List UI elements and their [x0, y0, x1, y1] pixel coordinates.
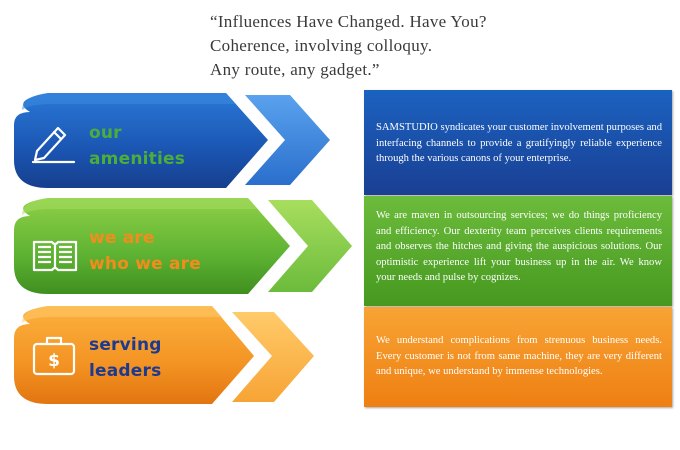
briefcase-dollar-icon: $ [32, 336, 76, 376]
quote-line-1: “Influences Have Changed. Have You? [210, 12, 487, 31]
book-icon [32, 240, 78, 272]
label-line-2: amenities [89, 149, 186, 169]
label-line-1: our [89, 123, 122, 143]
serving-leaders-description: We understand complications from strenuo… [376, 335, 662, 378]
quote: “Influences Have Changed. Have You? Cohe… [210, 10, 630, 82]
label-line-2: leaders [89, 361, 162, 381]
label-line-1: we are [89, 228, 155, 248]
serving-leaders-description-box: We understand complications from strenuo… [364, 307, 672, 407]
who-we-are-description: We are maven in outsourcing services; we… [376, 210, 662, 284]
label-our-amenities: our amenities [89, 120, 185, 172]
quote-line-2: Coherence, involving colloquy. [210, 36, 433, 55]
ribbon-blue [14, 93, 330, 188]
ribbon-green [14, 198, 352, 294]
label-we-are-who-we-are: we are who we are [89, 225, 201, 277]
label-serving-leaders: serving leaders [89, 332, 162, 384]
label-line-1: serving [89, 335, 162, 355]
ribbon-orange [14, 306, 314, 404]
pencil-icon [31, 126, 76, 164]
label-line-2: who we are [89, 254, 201, 274]
amenities-description: SAMSTUDIO syndicates your customer invol… [376, 122, 662, 165]
svg-text:$: $ [48, 351, 60, 371]
who-we-are-description-box: We are maven in outsourcing services; we… [364, 196, 672, 306]
amenities-description-box: SAMSTUDIO syndicates your customer invol… [364, 90, 672, 195]
quote-line-3: Any route, any gadget.” [210, 60, 380, 79]
